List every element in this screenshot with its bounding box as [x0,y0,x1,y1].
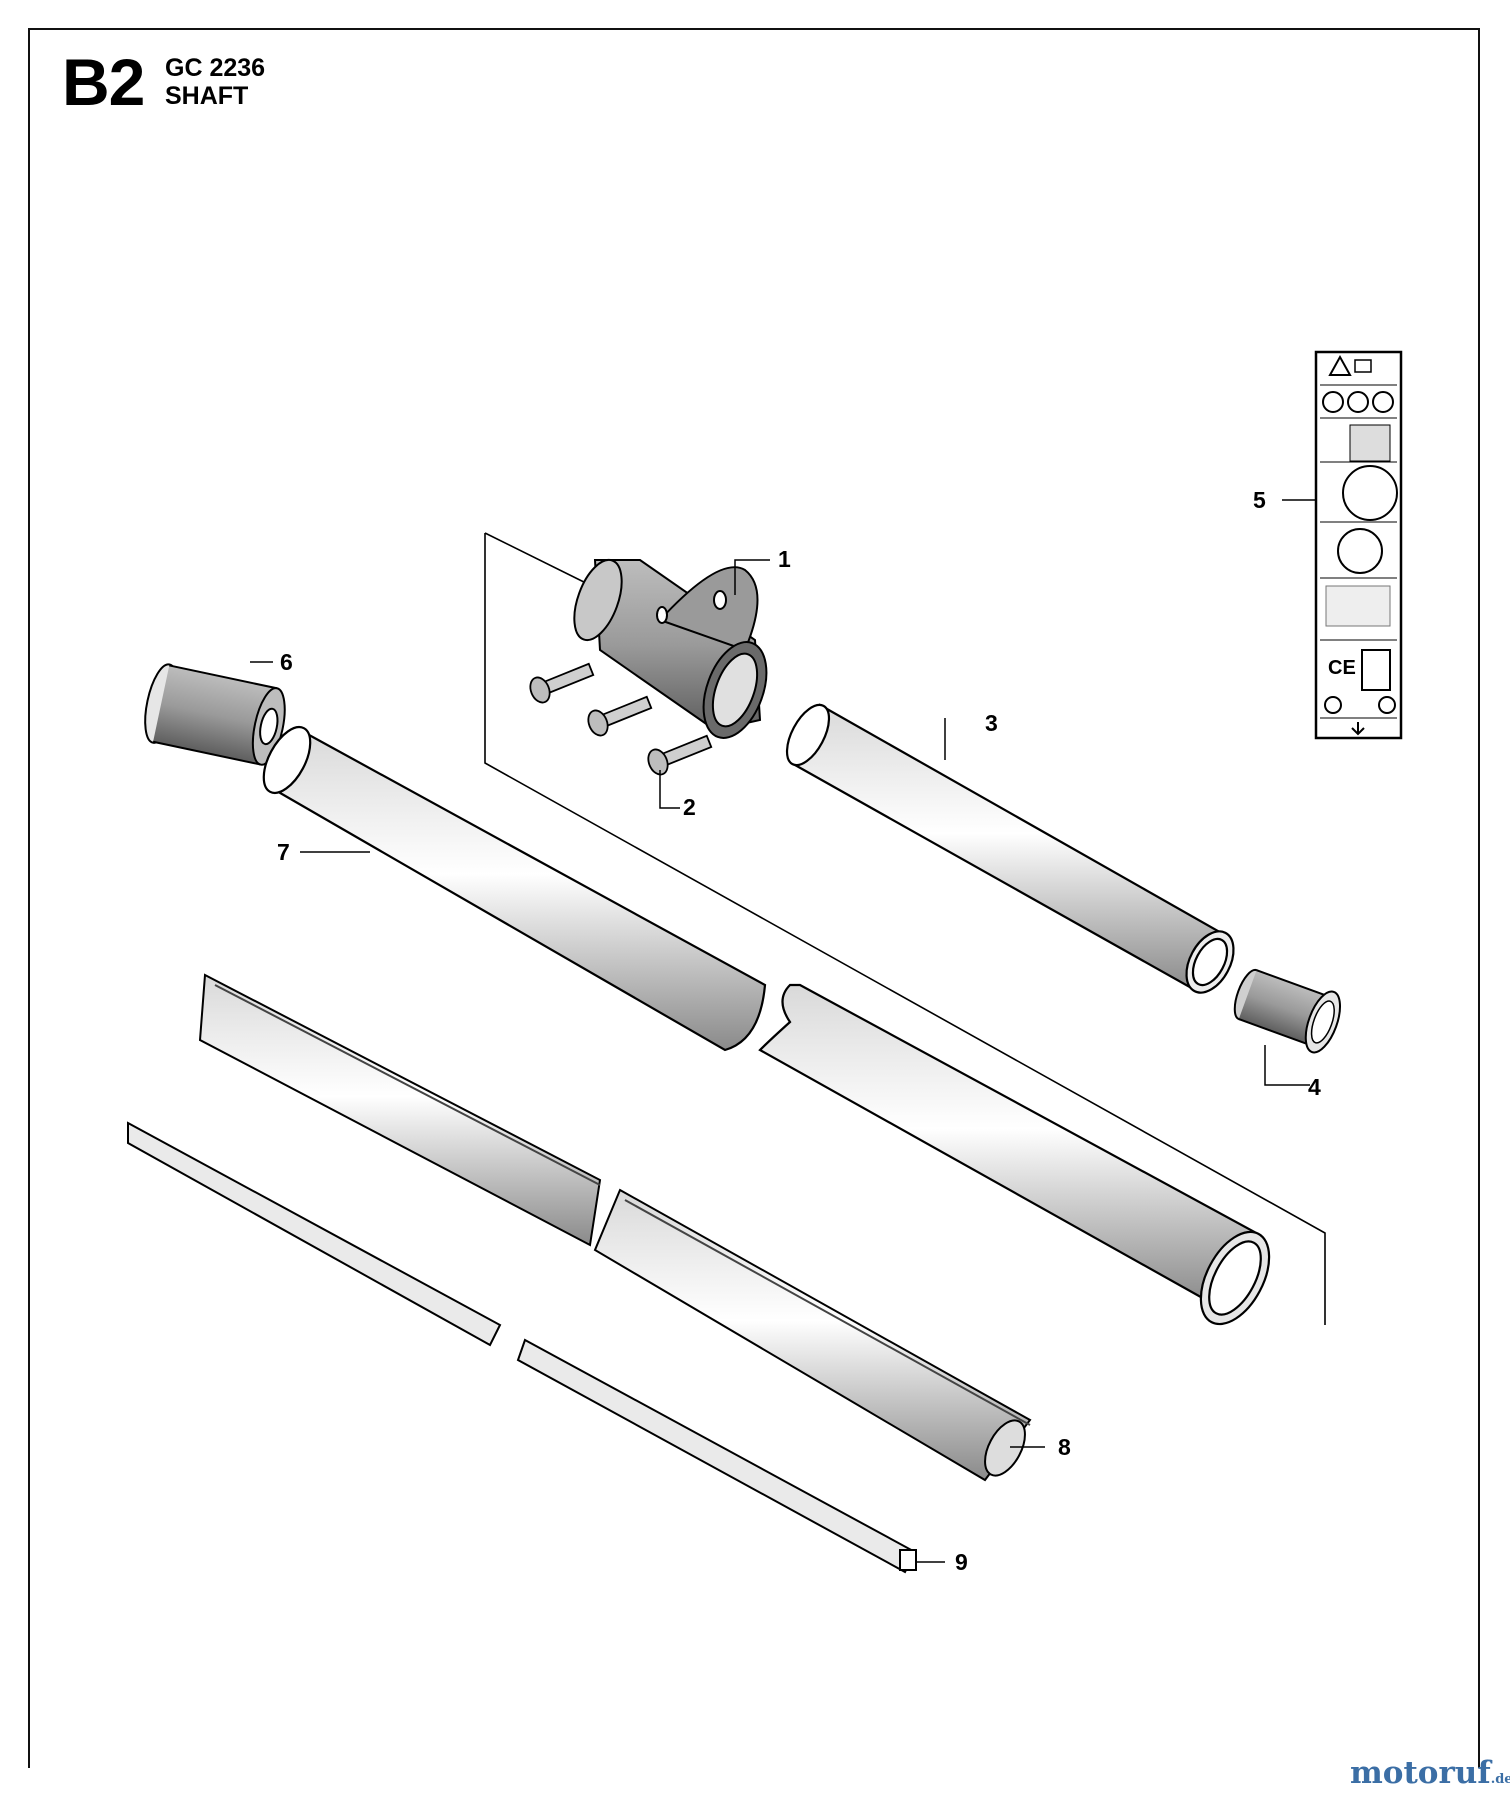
watermark-tld: .de [1490,1772,1510,1787]
callout-6: 6 [280,649,293,675]
callout-1: 1 [778,546,791,572]
page-title: SHAFT [165,82,249,110]
callout-4: 4 [1308,1074,1321,1100]
callout-7: 7 [277,839,290,865]
callout-9: 9 [955,1549,968,1575]
part-9-drive-shaft [127,1121,917,1574]
section-code: B2 [62,45,145,119]
callout-5: 5 [1253,487,1266,513]
assembly-bracket [484,532,1326,1325]
page-border [28,28,1480,1768]
part-2-screws [529,662,713,776]
callout-8: 8 [1058,1434,1071,1460]
part-1-clamp [573,558,768,739]
part-4-bushing [1233,968,1342,1054]
part-7-shaft-tube [262,726,1271,1326]
watermark: motoruf.de [1350,1758,1510,1789]
model-number: GC 2236 [165,54,266,82]
callout-3: 3 [985,710,998,736]
part-5-warning-label: CE [1314,350,1403,740]
part-8-liner [198,973,1032,1482]
svg-text:CE: CE [1328,657,1356,679]
callout-2: 2 [683,794,696,820]
part-6-end-cap [144,663,286,766]
part-3-tube [785,703,1235,994]
watermark-name: motoruf [1350,1755,1491,1791]
callout-labels: 1 2 3 4 5 6 7 8 9 [277,487,1321,1575]
leader-lines [250,499,1316,1563]
